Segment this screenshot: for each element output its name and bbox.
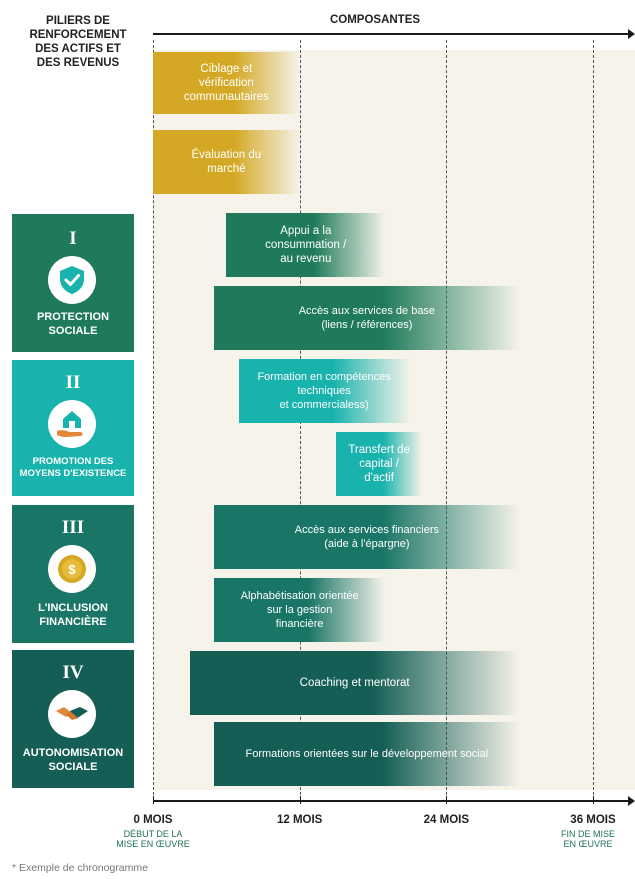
pillar-label: PROMOTION DES MOYENS D'EXISTENCE <box>19 456 127 479</box>
component-bar: Formation en compétences techniques et c… <box>238 359 410 423</box>
pillar-label: PROTECTION SOCIALE <box>36 311 110 337</box>
axis-tick-sublabel: FIN DE MISE EN ŒUVRE <box>560 829 615 849</box>
component-label: Ciblage et vérification communautaires <box>183 63 269 103</box>
pillars-header: PILIERS DE RENFORCEMENT DES ACTIFS ET DE… <box>29 15 127 69</box>
axis-tick-label: 12 MOIS <box>276 814 323 826</box>
grid-line <box>446 40 448 800</box>
handshake-icon <box>56 707 88 720</box>
pillar-inclusion-financiere: III $ L'INCLUSION FINANCIÈRE <box>12 505 134 643</box>
axis-tick-label: 36 MOIS <box>570 814 616 826</box>
coin-icon: $ <box>58 555 86 583</box>
component-label: Formation en compétences techniques et c… <box>257 371 391 411</box>
pillar-protection-sociale: I PROTECTION SOCIALE <box>12 214 134 352</box>
pillar-roman-numeral: II <box>65 372 81 393</box>
component-label: Alphabétisation orientée sur la gestion … <box>240 590 359 630</box>
component-bar: Coaching et mentorat <box>189 651 520 715</box>
top-axis-line <box>153 33 629 35</box>
pillar-label: AUTONOMISATION SOCIALE <box>22 747 124 773</box>
component-bar: Accès aux services de base (liens / réfé… <box>214 286 520 350</box>
component-label: Accès aux services de base (liens / réfé… <box>298 305 436 331</box>
svg-text:$: $ <box>68 562 76 577</box>
pillar-roman-numeral: IV <box>62 662 84 683</box>
bottom-axis-line <box>153 800 629 802</box>
component-label: Transfert de capital / d'actif <box>348 444 410 484</box>
component-bar: Transfert de capital / d'actif <box>336 432 422 496</box>
component-bar: Formations orientées sur le développemen… <box>214 722 520 786</box>
bottom-axis-arrow-icon <box>628 796 635 806</box>
axis-tick <box>446 796 448 804</box>
component-bar: Ciblage et vérification communautaires <box>153 52 300 114</box>
component-bar: Appui a la consummation / au revenu <box>226 213 386 277</box>
grid-line <box>153 40 154 800</box>
axis-tick-sublabel: DÉBUT DE LA MISE EN ŒUVRE <box>116 829 190 849</box>
component-bar: Alphabétisation orientée sur la gestion … <box>214 578 386 642</box>
pillar-icon-circle: $ <box>48 545 96 593</box>
component-bar: Évaluation du marché <box>153 130 300 194</box>
component-label: Formations orientées sur le développemen… <box>245 748 489 760</box>
axis-tick-label: 0 MOIS <box>133 814 173 826</box>
axis-tick-label: 24 MOIS <box>423 814 470 826</box>
component-bar: Accès aux services financiers (aide à l'… <box>214 505 520 569</box>
axis-tick <box>153 796 154 804</box>
pillar-promotion-moyens: II PROMOTION DES MOYENS D'EXISTENCE <box>12 360 134 496</box>
pillar-roman-numeral: III <box>61 517 85 538</box>
components-header: COMPOSANTES <box>329 14 421 26</box>
pillar-label: L'INCLUSION FINANCIÈRE <box>38 602 108 628</box>
axis-tick <box>299 796 301 804</box>
component-label: Évaluation du marché <box>191 149 262 175</box>
pillar-autonomisation-sociale: IV AUTONOMISATION SOCIALE <box>12 650 134 788</box>
pillar-icon-circle <box>48 690 96 738</box>
axis-tick <box>593 796 594 804</box>
pillar-icon-circle <box>48 256 96 304</box>
component-label: Coaching et mentorat <box>299 677 410 689</box>
pillar-roman-numeral: I <box>69 228 77 249</box>
hand-house-icon <box>57 411 83 437</box>
shield-check-icon <box>60 266 84 294</box>
pillar-icon-circle <box>48 400 96 448</box>
grid-line <box>593 40 594 800</box>
component-label: Appui a la consummation / au revenu <box>265 225 347 265</box>
footnote: * Exemple de chronogramme <box>12 862 148 874</box>
component-label: Accès aux services financiers (aide à l'… <box>294 524 440 550</box>
top-axis-arrow-icon <box>628 29 635 39</box>
